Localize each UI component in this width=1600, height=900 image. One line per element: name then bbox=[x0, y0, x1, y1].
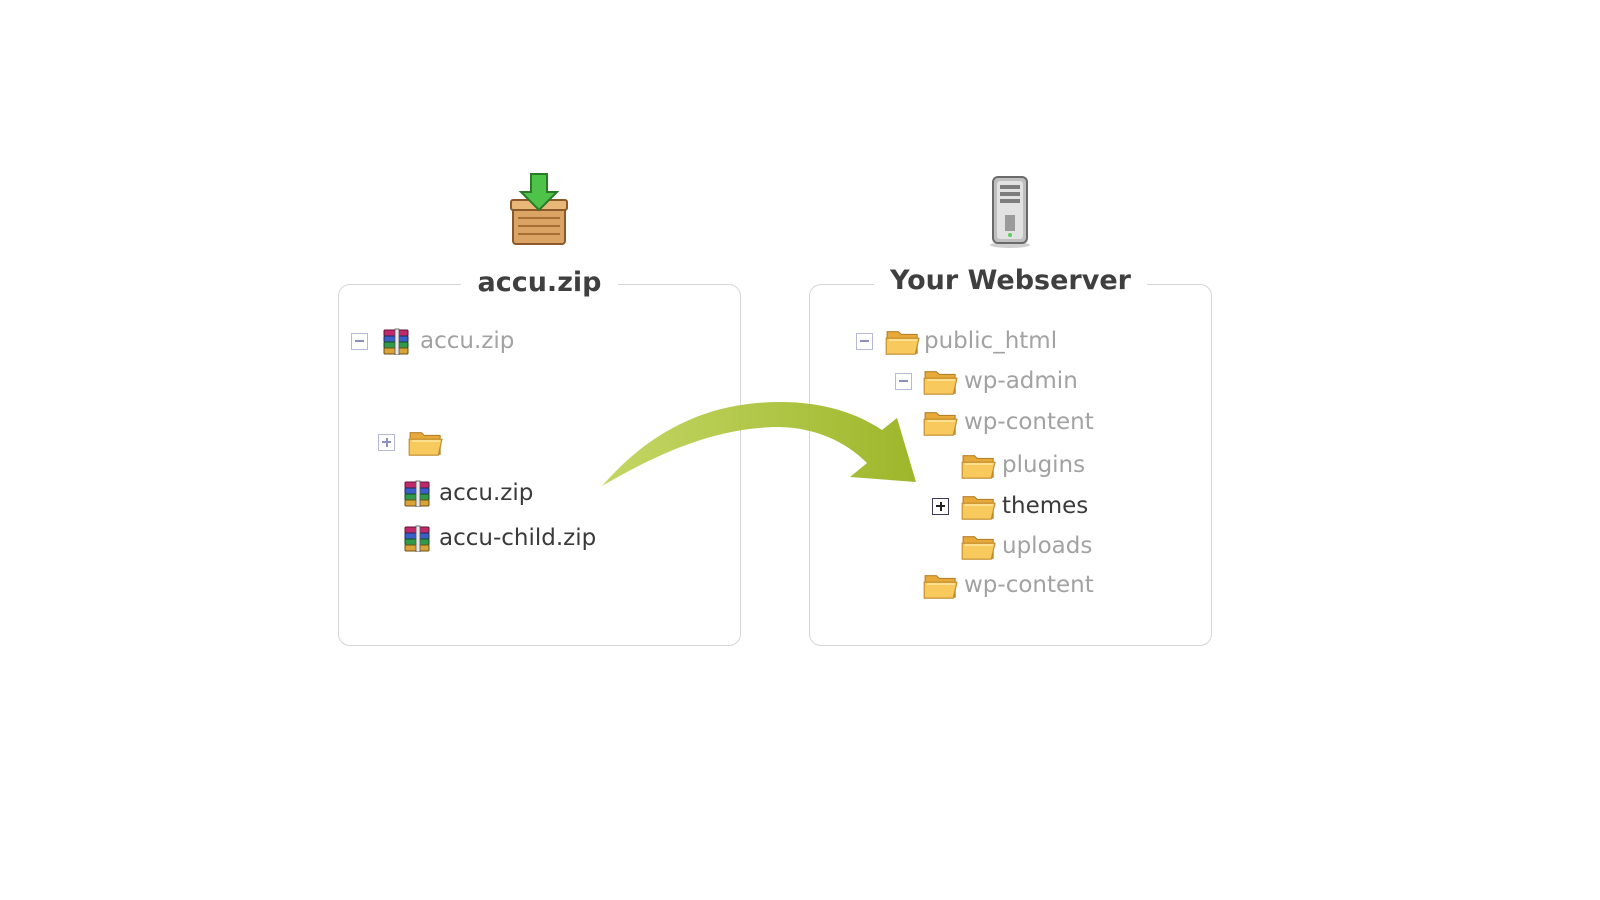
tree-label: wp-content bbox=[964, 572, 1094, 598]
tree-row-file[interactable]: accu.zip bbox=[403, 476, 533, 510]
tree-row-themes[interactable]: themes bbox=[932, 489, 1088, 523]
panel-title-archive: accu.zip bbox=[339, 265, 740, 301]
tree-row-uploads[interactable]: uploads bbox=[961, 529, 1092, 563]
tree-label: plugins bbox=[1002, 452, 1086, 478]
tree-row-archive-root[interactable]: accu.zip bbox=[351, 324, 514, 358]
tree-row-wp-admin[interactable]: wp-admin bbox=[895, 364, 1078, 398]
collapse-toggle[interactable] bbox=[895, 372, 912, 390]
tree-label: accu.zip bbox=[439, 480, 534, 506]
tree-row-wp-content-2[interactable]: wp-content bbox=[923, 568, 1094, 602]
expand-toggle[interactable] bbox=[932, 497, 949, 515]
collapse-toggle[interactable] bbox=[856, 332, 873, 350]
tree-label: wp-admin bbox=[964, 368, 1078, 394]
tree-row-wp-content[interactable]: wp-content bbox=[923, 405, 1094, 439]
server-icon bbox=[990, 176, 1030, 248]
tree-row-plugins[interactable]: plugins bbox=[961, 448, 1085, 482]
tree-row-file[interactable]: accu-child.zip bbox=[403, 521, 596, 555]
tree-label: public_html bbox=[924, 328, 1058, 354]
tree-label: themes bbox=[1002, 493, 1089, 519]
collapse-toggle[interactable] bbox=[351, 332, 368, 350]
tree-row-folder[interactable] bbox=[378, 425, 452, 459]
tree-label: wp-content bbox=[964, 409, 1094, 435]
tree-row-public-html[interactable]: public_html bbox=[856, 324, 1057, 358]
panel-title-webserver: Your Webserver bbox=[810, 263, 1211, 299]
tree-label: accu.zip bbox=[420, 328, 515, 354]
expand-toggle[interactable] bbox=[378, 433, 395, 451]
tree-label: accu-child.zip bbox=[439, 525, 597, 551]
tree-label: uploads bbox=[1002, 533, 1093, 559]
download-box-icon bbox=[510, 173, 568, 245]
